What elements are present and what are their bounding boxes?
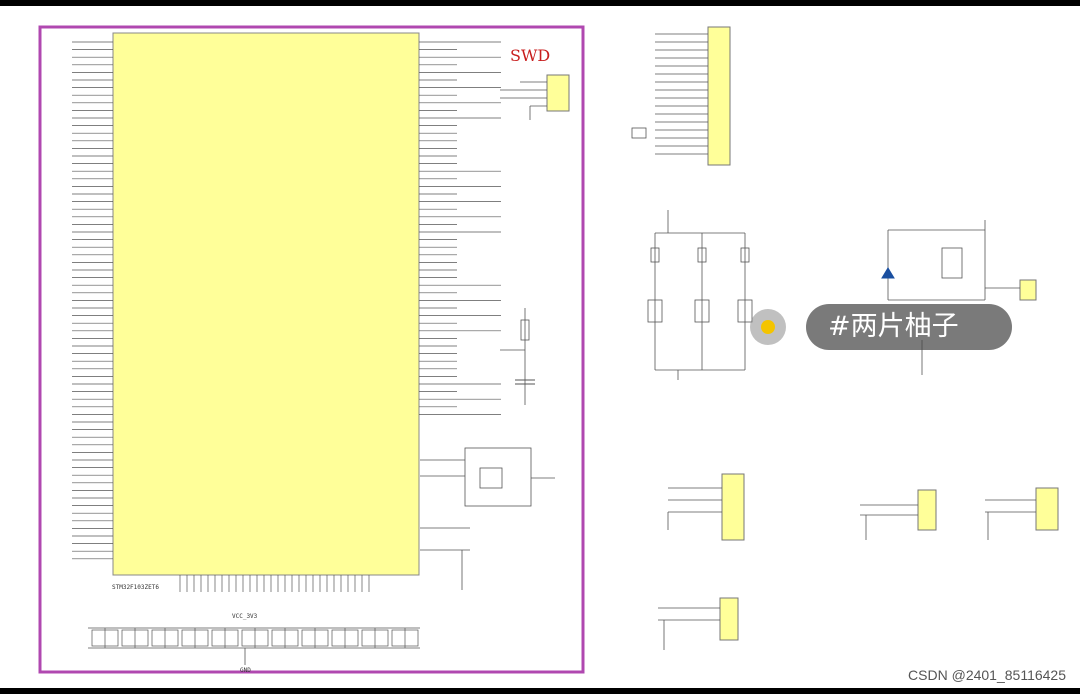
header-connector — [707, 26, 731, 166]
swd-label: SWD — [510, 46, 551, 65]
bottom-border — [0, 688, 1080, 694]
decoupling-capacitors — [91, 628, 419, 648]
module-connector-4 — [719, 597, 739, 641]
record-dot-icon — [750, 309, 786, 345]
mcu-left-pins — [72, 41, 113, 560]
hashtag-badge: #两片柚子 — [806, 304, 1012, 350]
mcu-chip — [112, 32, 420, 576]
csdn-watermark: CSDN @2401_85116425 — [908, 667, 1066, 683]
power-net-label: VCC_3V3 — [232, 613, 258, 620]
mcu-bottom-pins — [179, 575, 370, 592]
module-connector-3 — [1035, 487, 1059, 531]
mcu-right-pins — [419, 41, 501, 415]
ground-net-label: GND — [240, 667, 251, 674]
crystal-box — [464, 447, 532, 507]
swd-connector — [546, 74, 570, 112]
chip-ref-label: STM32F103ZET6 — [112, 584, 159, 591]
top-border — [0, 0, 1080, 6]
module-connector-1 — [721, 473, 745, 541]
module-connector-2 — [917, 489, 937, 531]
sheet-border — [38, 25, 585, 674]
